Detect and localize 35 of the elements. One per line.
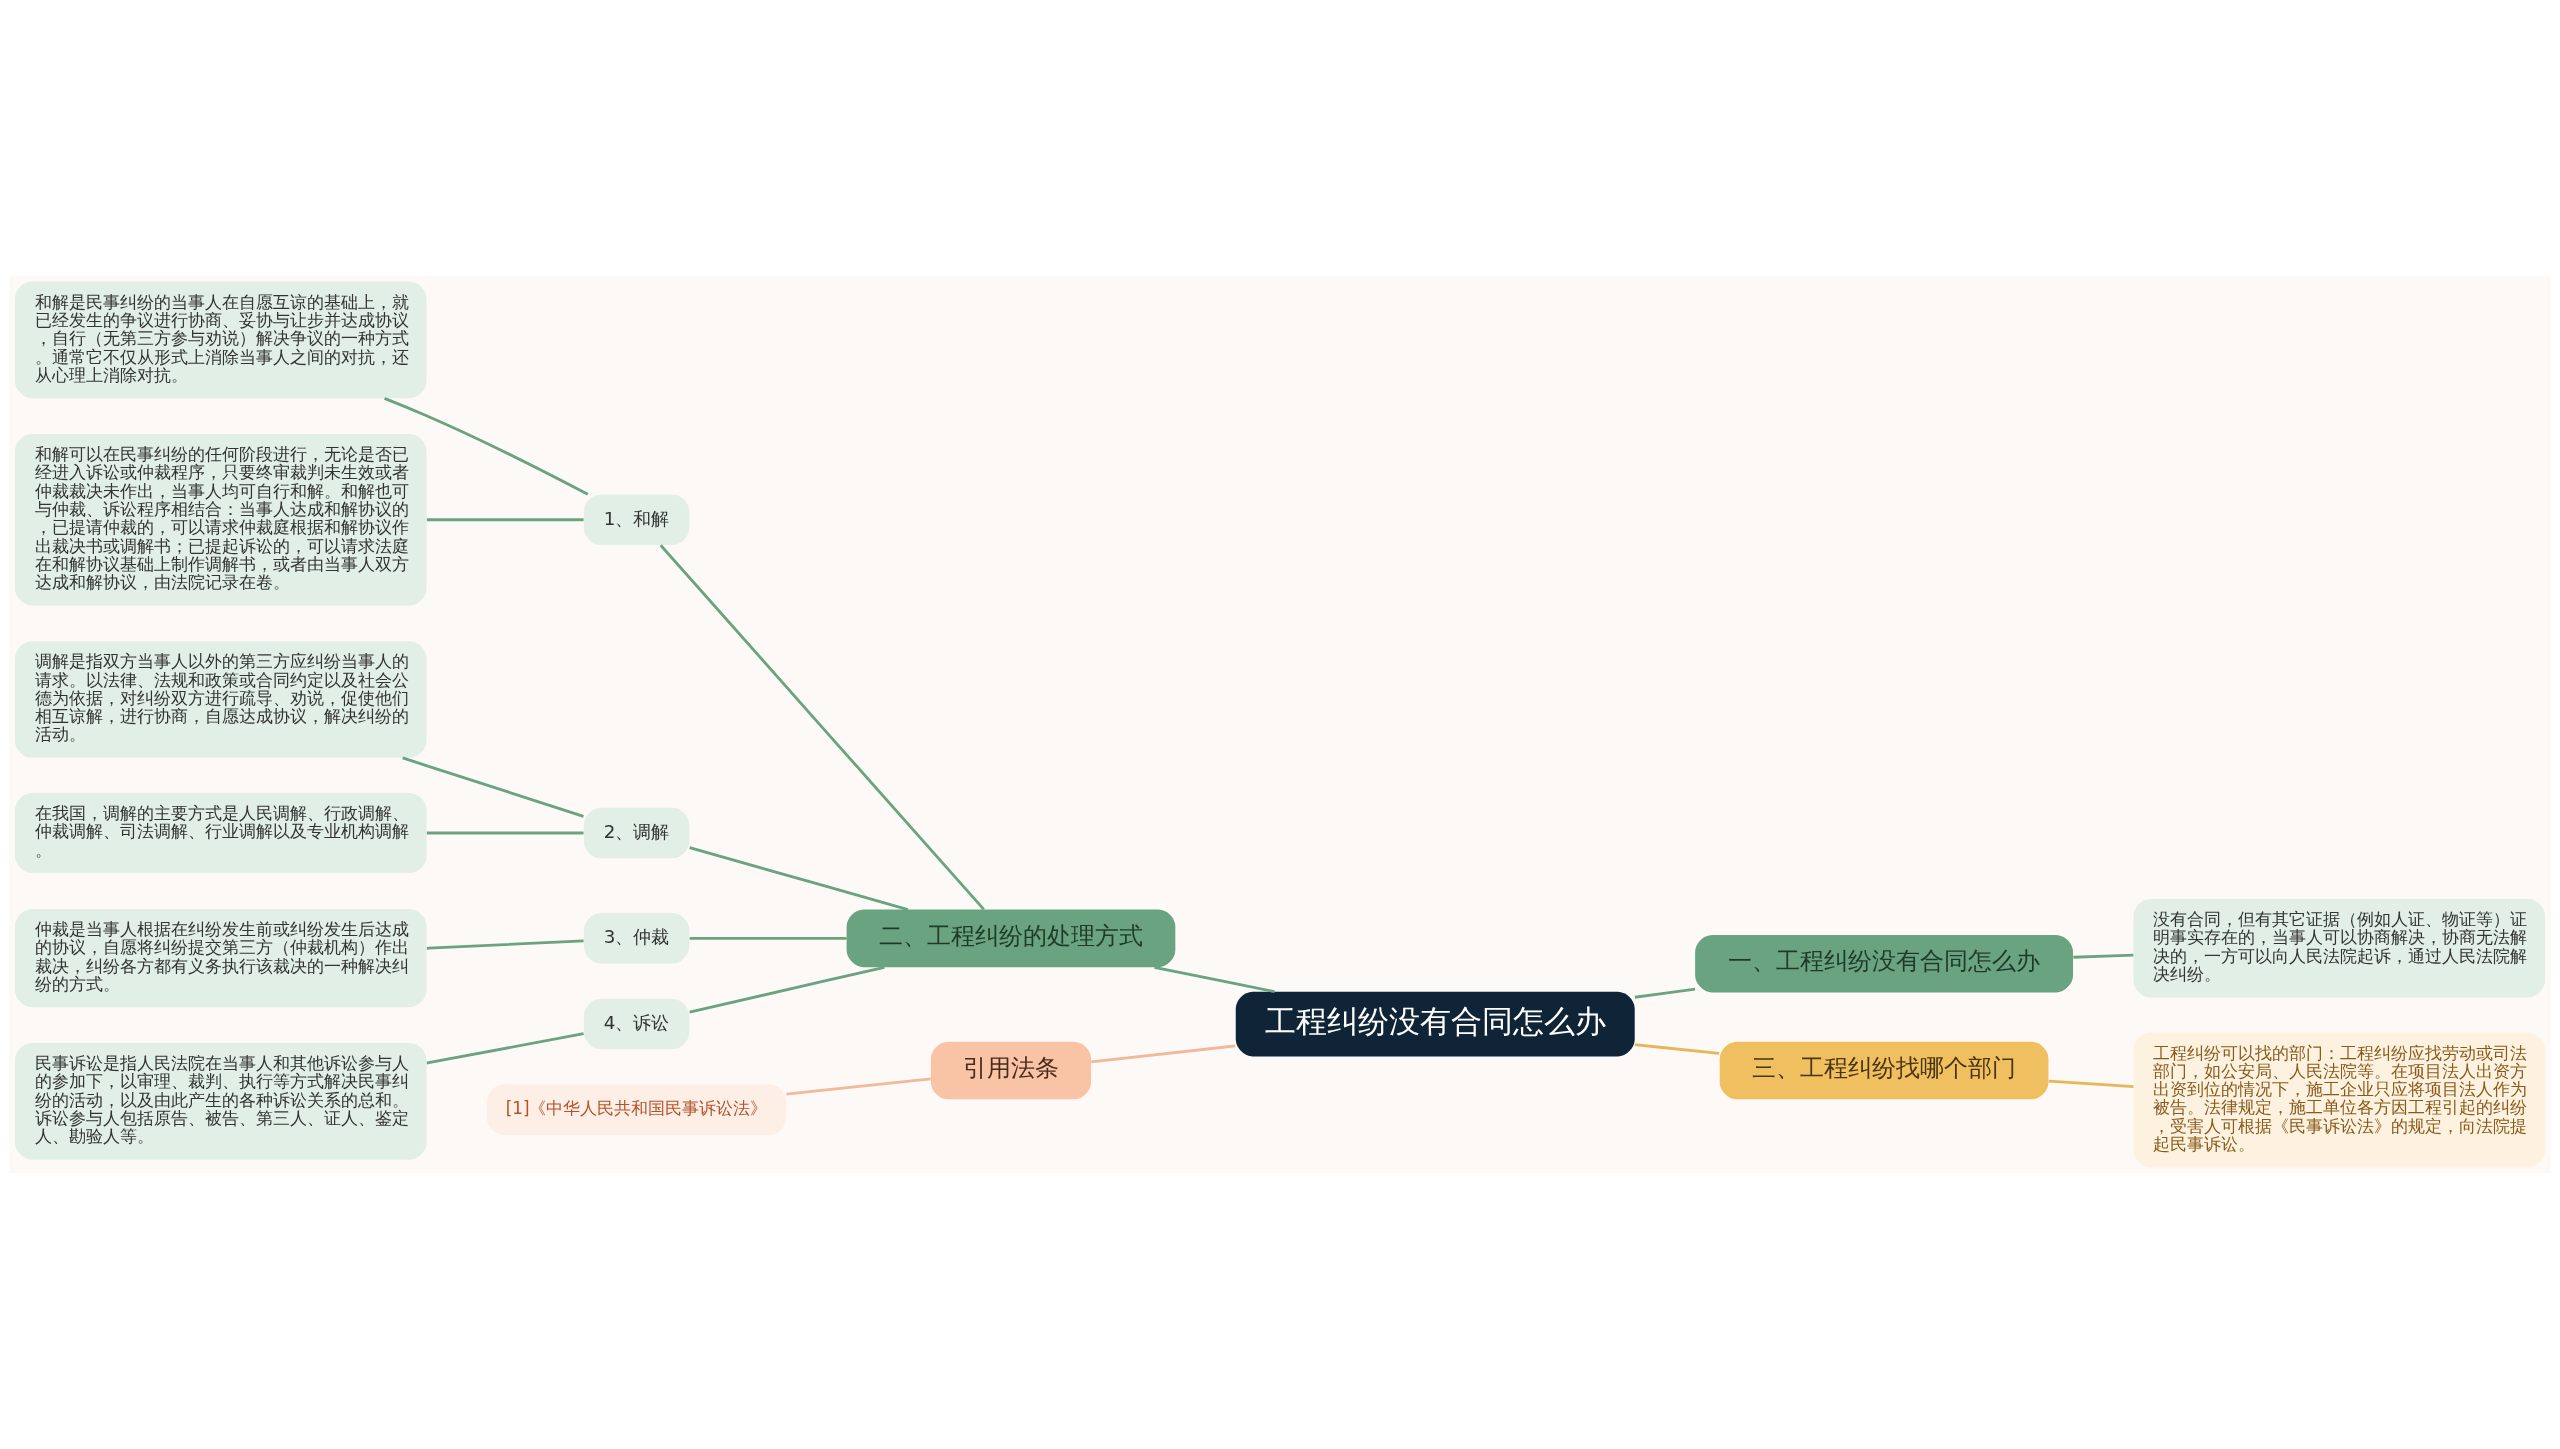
- node-box: 民事诉讼是指人民法院在当事人和其他诉讼参与人的参加下，以审理、裁判、执行等方式解决民事纠纷的活动，以及由此产生的各种诉讼关系的总和。诉讼参与人包括原告、被告、第三人、证人、鉴定人、勘验人等。: [14, 1043, 427, 1160]
- connector: [689, 965, 885, 1014]
- node-box: 调解是指双方当事人以外的第三方应纠纷当事人的请求。以法律、法规和政策或合同约定以及社会公德为依据，对纠纷双方进行疏导、劝说，促使他们相互谅解，进行协商，自愿达成协议，解决纠纷的活动。: [14, 641, 427, 758]
- connector: [402, 756, 584, 818]
- connector: [426, 831, 584, 835]
- node-box: 引用法条: [930, 1041, 1092, 1100]
- connector: [1634, 987, 1696, 999]
- node-box: 1、和解: [583, 494, 690, 546]
- node-box: 没有合同，但有其它证据（例如人证、物证等）证明事实存在的，当事人可以协商解决，协商无法解决的，一方可以向人民法院起诉，通过人民法院解决纠纷。: [2133, 899, 2546, 998]
- connector: [689, 937, 847, 940]
- connector: [1091, 1044, 1236, 1064]
- connector: [659, 544, 985, 911]
- node-box: 和解可以在民事纠纷的任何阶段进行，无论是否已经进入诉讼或仲裁程序，只要终审裁判未生效或者仲裁裁决未作出，当事人均可自行和解。和解也可与仲裁、诉讼程序相结合：当事人达成和解协议的，已提请仲裁的，可以请求仲裁庭根据和解协议作出裁决书或调解书；已提起诉讼的，可以请求法庭在和解协议基础上制作调解书，或者由当事人双方达成和解协议，由法院记录在卷。: [14, 434, 427, 606]
- node-box: 和解是民事纠纷的当事人在自愿互谅的基础上，就已经发生的争议进行协商、妥协与让步并达成协议，自行（无第三方参与劝说）解决争议的一种方式。通常它不仅从形式上消除当事人之间的对抗，还从心理上消除对抗。: [14, 281, 427, 399]
- connector: [1634, 1043, 1720, 1055]
- node-box: 3、仲裁: [583, 913, 690, 964]
- connector: [384, 397, 589, 496]
- connector: [1154, 965, 1275, 994]
- node-box: 在我国，调解的主要方式是人民调解、行政调解、仲裁调解、司法调解、行业调解以及专业机构调解。: [14, 793, 427, 874]
- connector: [689, 846, 909, 911]
- node-box: 三、工程纠纷找哪个部门: [1719, 1041, 2049, 1100]
- connector: [2048, 1079, 2134, 1089]
- connector: [426, 939, 584, 950]
- connector: [426, 1032, 584, 1065]
- node-box: 一、工程纠纷没有合同怎么办: [1695, 934, 2074, 993]
- node-box: [1]《中华人民共和国民事诉讼法》: [486, 1084, 787, 1136]
- node-box: 工程纠纷没有合同怎么办: [1235, 991, 1635, 1057]
- node-box: 二、工程纠纷的处理方式: [846, 909, 1176, 968]
- connector: [2073, 953, 2134, 959]
- node-box: 2、调解: [583, 807, 690, 859]
- node-box: 仲裁是当事人根据在纠纷发生前或纠纷发生后达成的协议，自愿将纠纷提交第三方（仲裁机构）作出裁决，纠纷各方都有义务执行该裁决的一种解决纠纷的方式。: [14, 908, 427, 1008]
- node-box: 工程纠纷可以找的部门：工程纠纷应找劳动或司法部门，如公安局、人民法院等。在项目法人出资方出资到位的情况下，施工企业只应将项目法人作为被告。法律规定，施工单位各方因工程引起的纠纷，受害人可根据《民事诉讼法》的规定，向法院提起民事诉讼。: [2133, 1032, 2546, 1168]
- connector: [426, 518, 584, 522]
- node-box: 4、诉讼: [583, 998, 690, 1050]
- connector: [786, 1077, 931, 1096]
